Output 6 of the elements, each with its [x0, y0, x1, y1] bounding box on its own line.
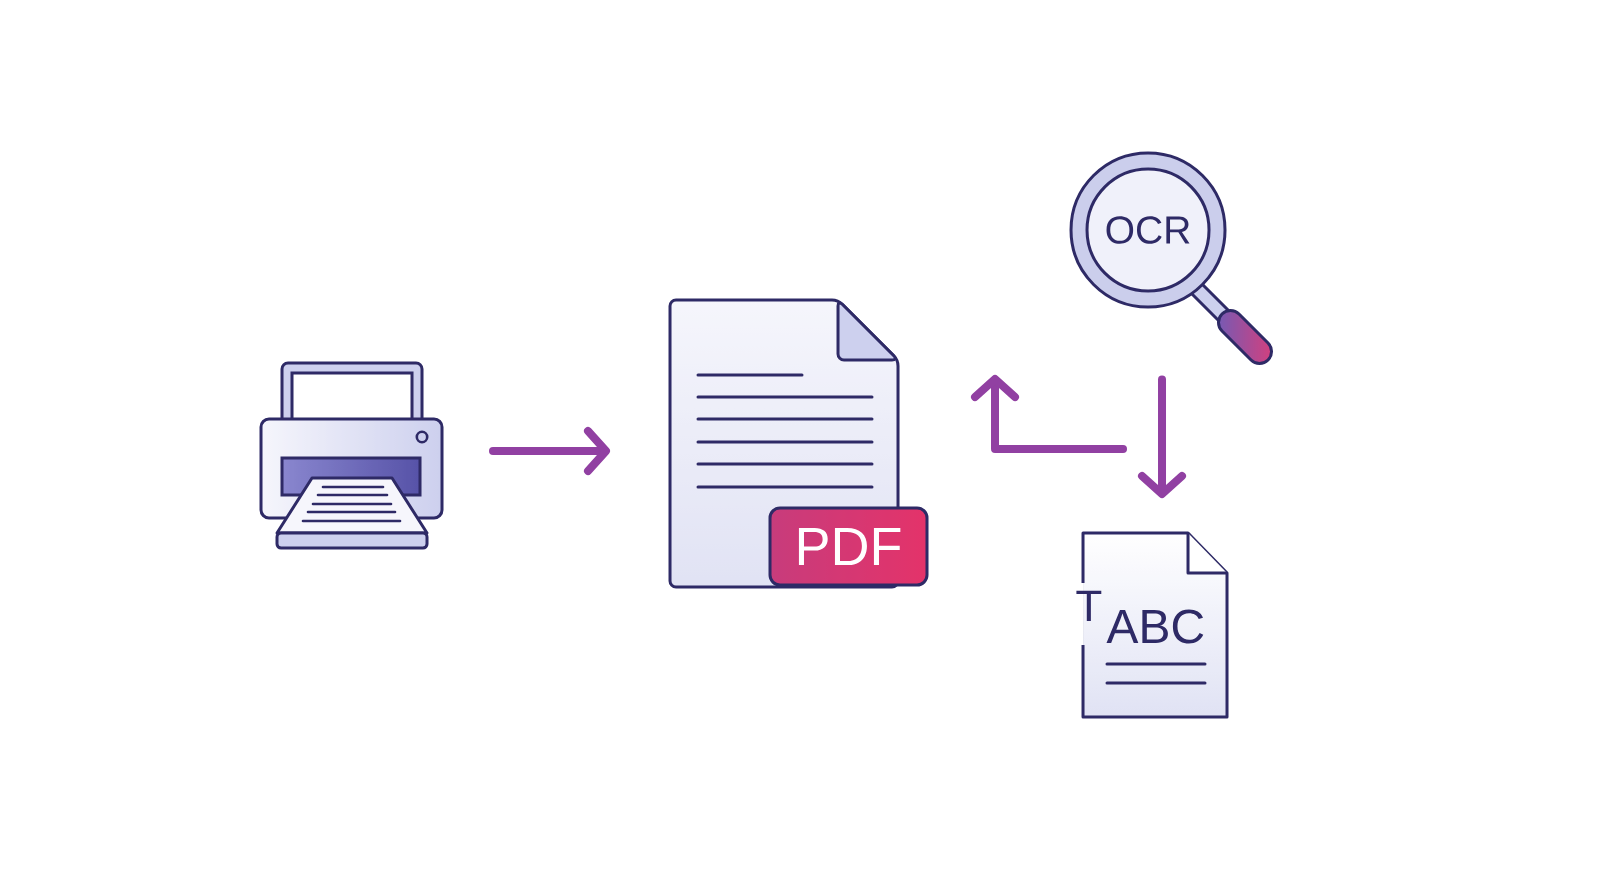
arrow	[1138, 375, 1186, 498]
arrow	[489, 427, 610, 475]
text-label: ABC	[1106, 609, 1204, 644]
format-badge: PDF	[768, 506, 929, 587]
printer-icon	[259, 361, 444, 550]
large-letter: T	[1076, 590, 1102, 621]
